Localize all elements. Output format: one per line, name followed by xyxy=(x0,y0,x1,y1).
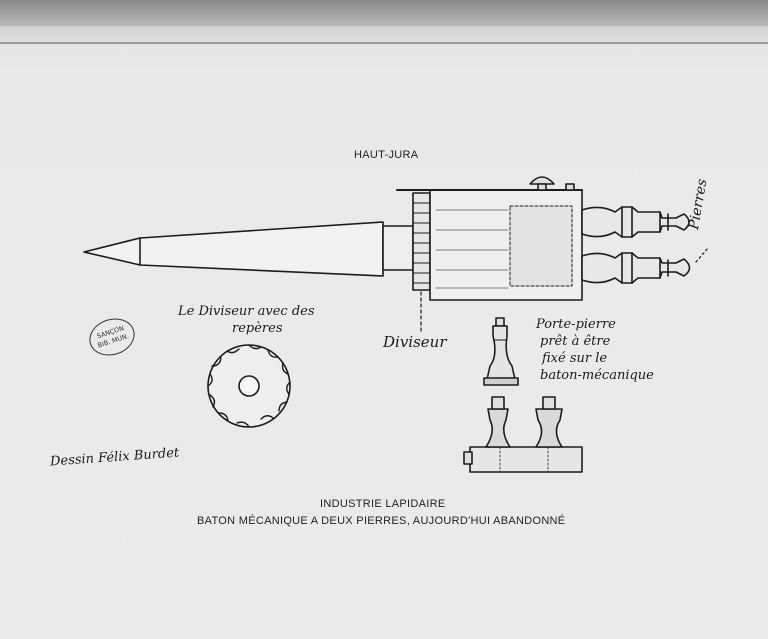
stone-holder-upper xyxy=(581,206,690,238)
stone-holder-lower xyxy=(581,252,691,284)
baton-shaft xyxy=(382,225,414,271)
label-diviseur-reperes-line2: repères xyxy=(232,321,283,336)
region-title: HAUT-JURA xyxy=(354,149,419,161)
mechanism-box xyxy=(396,176,583,301)
label-porte-pierre-line3: fixé sur le xyxy=(542,351,608,366)
pierres-leader xyxy=(695,247,709,263)
film-edge-band xyxy=(0,0,768,26)
porte-pierre-single xyxy=(483,317,519,386)
caption-line2: BATON MÉCANIQUE A DEUX PIERRES, AUJOURD'… xyxy=(197,515,566,527)
porte-pierre-assembly xyxy=(463,396,583,473)
diviseur-wheel-face xyxy=(207,344,291,428)
label-diviseur: Diviseur xyxy=(383,333,447,351)
label-porte-pierre-line2: prêt à être xyxy=(540,334,611,349)
label-porte-pierre-line4: baton-mécanique xyxy=(540,368,654,383)
label-diviseur-reperes-line1: Le Diviseur avec des xyxy=(178,304,315,319)
diviseur-wheel-side xyxy=(412,192,431,291)
caption-line1: INDUSTRIE LAPIDAIRE xyxy=(320,498,446,510)
baton-tip xyxy=(83,221,384,277)
label-porte-pierre-line1: Porte-pierre xyxy=(536,317,616,332)
paper-top-edge xyxy=(0,26,768,44)
